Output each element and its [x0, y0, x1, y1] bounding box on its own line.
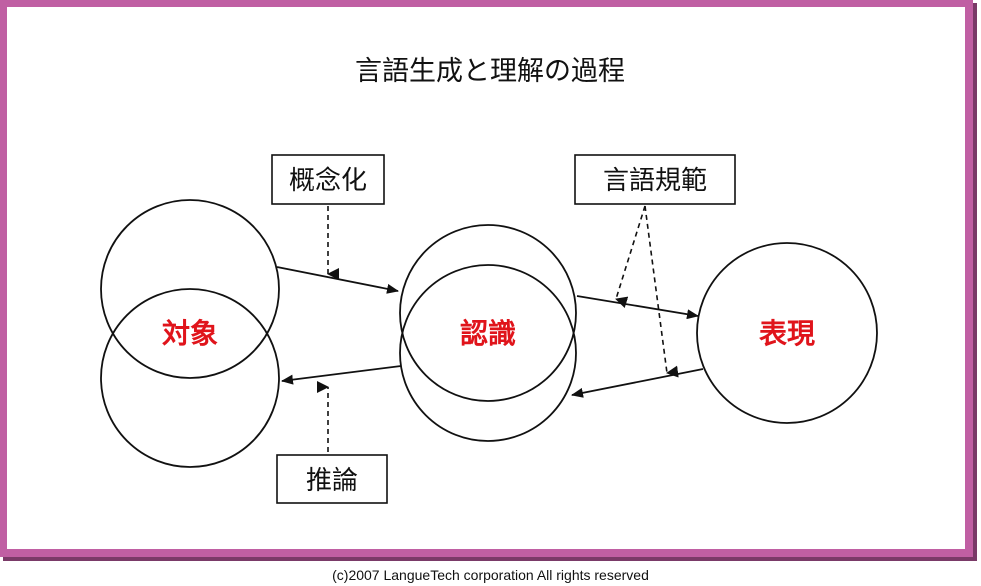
frame-border: [0, 0, 973, 557]
cognition-circle-lower: [399, 264, 577, 442]
arrow-expression-to-cognition: [571, 368, 704, 398]
conceptualization-label: 概念化: [289, 166, 367, 196]
expression-label: 表現: [759, 317, 815, 350]
language-norms-box: [574, 154, 736, 205]
arrow-cognition-to-expression: [576, 295, 699, 320]
label-box-conceptualization: 概念化: [271, 154, 385, 205]
diagram-title: 言語生成と理解の過程: [355, 56, 625, 87]
language-norms-label: 言語規範: [603, 166, 707, 196]
cognition-circle-upper: [399, 224, 577, 402]
copyright-footer: (c)2007 LangueTech corporation All right…: [332, 567, 649, 583]
expression-circle: [696, 242, 878, 424]
dashed-arrow-norms-to-generation: [615, 205, 646, 309]
object-label: 対象: [162, 317, 218, 350]
label-box-inference: 推論: [276, 454, 388, 504]
arrow-cognition-to-object: [281, 365, 402, 385]
object-circle-lower: [100, 288, 280, 468]
conceptualization-box: [271, 154, 385, 205]
dashed-arrow-norms-to-understanding: [644, 205, 679, 378]
cognition-label: 認識: [460, 317, 516, 350]
node-cognition: 認識: [399, 224, 577, 442]
inference-label: 推論: [306, 466, 358, 496]
inference-box: [276, 454, 388, 504]
label-box-language-norms: 言語規範: [574, 154, 736, 205]
object-circle-upper: [100, 199, 280, 379]
node-expression: 表現: [696, 242, 878, 424]
node-object: 対象: [100, 199, 280, 468]
